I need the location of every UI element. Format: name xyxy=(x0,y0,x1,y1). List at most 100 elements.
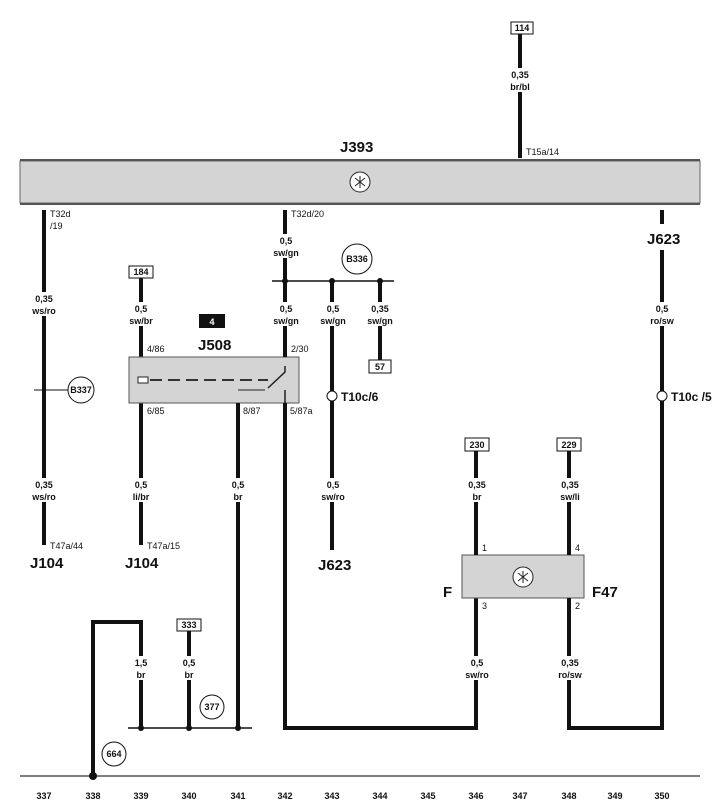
pin-4-86: 4/86 xyxy=(147,344,165,354)
grid-349: 349 xyxy=(607,791,622,801)
grid-343: 343 xyxy=(324,791,339,801)
wire-346a-color: br xyxy=(473,492,482,502)
wire-342b-color: sw/gn xyxy=(273,316,299,326)
ref-377-label: 377 xyxy=(204,702,219,712)
ref-b337-label: B337 xyxy=(70,385,92,395)
connector-t47a44: T47a/44 xyxy=(50,541,83,551)
pin-8-87: 8/87 xyxy=(243,406,261,416)
wire-341-color: br xyxy=(234,492,243,502)
wire-346b-color: sw/ro xyxy=(465,670,489,680)
wire-339c-size: 1,5 xyxy=(135,658,148,668)
grid-346: 346 xyxy=(468,791,483,801)
grid-339: 339 xyxy=(133,791,148,801)
connector-t32d19-a: T32d xyxy=(50,209,71,219)
wire-348a-size: 0,35 xyxy=(561,480,579,490)
grid-number-row: 337 338 339 340 341 342 343 344 345 346 … xyxy=(36,791,669,801)
pin-5-87a: 5/87a xyxy=(290,406,313,416)
electronic-symbol-icon xyxy=(349,171,371,193)
component-j104-a: J104 xyxy=(30,555,64,572)
pin-f-2: 2 xyxy=(575,601,580,611)
connector-t47a15: T47a/15 xyxy=(147,541,180,551)
wire-343a-color: sw/gn xyxy=(320,316,346,326)
pin-f-1: 1 xyxy=(482,543,487,553)
grid-338: 338 xyxy=(85,791,100,801)
component-f-label: F xyxy=(443,584,452,601)
connector-t15a14: T15a/14 xyxy=(526,147,559,157)
wire-340-size: 0,5 xyxy=(183,658,196,668)
wire-344a-color: sw/gn xyxy=(367,316,393,326)
ref-box-4 xyxy=(199,314,225,328)
wire-342b-size: 0,5 xyxy=(280,304,293,314)
wire-342a-size: 0,5 xyxy=(280,236,293,246)
wire-337a-color: ws/ro xyxy=(31,306,56,316)
ref-circle-b337 xyxy=(67,376,95,404)
ref-b336-label: B336 xyxy=(346,254,368,264)
grid-340: 340 xyxy=(181,791,196,801)
wire-343b-size: 0,5 xyxy=(327,480,340,490)
relay-coil-icon xyxy=(137,376,149,384)
wire-341-size: 0,5 xyxy=(232,480,245,490)
ref-box-57 xyxy=(368,359,392,374)
motor-electronic-icon xyxy=(512,566,534,588)
wire-346b-size: 0,5 xyxy=(471,658,484,668)
pin-f-4: 4 xyxy=(575,543,580,553)
wire-337b-color: ws/ro xyxy=(31,492,56,502)
component-j623-mid: J623 xyxy=(318,557,351,574)
connector-t32d19-b: /19 xyxy=(50,221,63,231)
ref-57-label: 57 xyxy=(375,362,385,372)
connector-t10c5-icon xyxy=(656,390,668,402)
ref-circle-377 xyxy=(199,694,225,720)
ref-184-label: 184 xyxy=(133,267,148,277)
wire-348b-size: 0,35 xyxy=(561,658,579,668)
connector-t10c6-icon xyxy=(326,390,338,402)
wire-343a-size: 0,5 xyxy=(327,304,340,314)
wire-344a-size: 0,35 xyxy=(371,304,389,314)
ref-114-label: 114 xyxy=(515,23,530,33)
pin-f-3: 3 xyxy=(482,601,487,611)
grid-345: 345 xyxy=(420,791,435,801)
ref-229-label: 229 xyxy=(561,440,576,450)
ref-circle-b336 xyxy=(341,243,373,275)
wire-337a-size: 0,35 xyxy=(35,294,53,304)
grid-350: 350 xyxy=(654,791,669,801)
component-j508-label: J508 xyxy=(198,337,231,354)
grid-342: 342 xyxy=(277,791,292,801)
connector-t10c6-label: T10c/6 xyxy=(341,390,379,404)
component-j104-b: J104 xyxy=(125,555,159,572)
ref-333-label: 333 xyxy=(181,620,196,630)
wire-340-color: br xyxy=(185,670,194,680)
pin-2-30: 2/30 xyxy=(291,344,309,354)
connector-t32d20: T32d/20 xyxy=(291,209,324,219)
wire-350-color: ro/sw xyxy=(650,316,675,326)
wire-114-size: 0,35 xyxy=(511,70,529,80)
grid-347: 347 xyxy=(512,791,527,801)
wire-337b-size: 0,35 xyxy=(35,480,53,490)
grid-348: 348 xyxy=(561,791,576,801)
relay-switch-icon xyxy=(267,366,286,403)
wire-339b-size: 0,5 xyxy=(135,480,148,490)
wire-342a-color: sw/gn xyxy=(273,248,299,258)
wire-339b-color: li/br xyxy=(133,492,150,502)
component-j623-right: J623 xyxy=(647,231,680,248)
wire-348a-color: sw/li xyxy=(560,492,580,502)
wire-350-size: 0,5 xyxy=(656,304,669,314)
wire-114-color: br/bl xyxy=(510,82,530,92)
wire-339a-size: 0,5 xyxy=(135,304,148,314)
ref-230-label: 230 xyxy=(469,440,484,450)
wire-339a-color: sw/br xyxy=(129,316,153,326)
grid-344: 344 xyxy=(372,791,387,801)
pin-6-85: 6/85 xyxy=(147,406,165,416)
grid-337: 337 xyxy=(36,791,51,801)
wire-342-to-f3 xyxy=(283,403,478,730)
grid-341: 341 xyxy=(230,791,245,801)
wire-348b-color: ro/sw xyxy=(558,670,583,680)
wire-339c-color: br xyxy=(137,670,146,680)
component-f47-label: F47 xyxy=(592,584,618,601)
ref-664-label: 664 xyxy=(106,749,121,759)
wire-343b-color: sw/ro xyxy=(321,492,345,502)
wire-348-to-350 xyxy=(567,210,664,730)
connector-t10c5-label: T10c /5 xyxy=(671,390,712,404)
wire-346a-size: 0,35 xyxy=(468,480,486,490)
ref-4-label: 4 xyxy=(209,317,214,327)
